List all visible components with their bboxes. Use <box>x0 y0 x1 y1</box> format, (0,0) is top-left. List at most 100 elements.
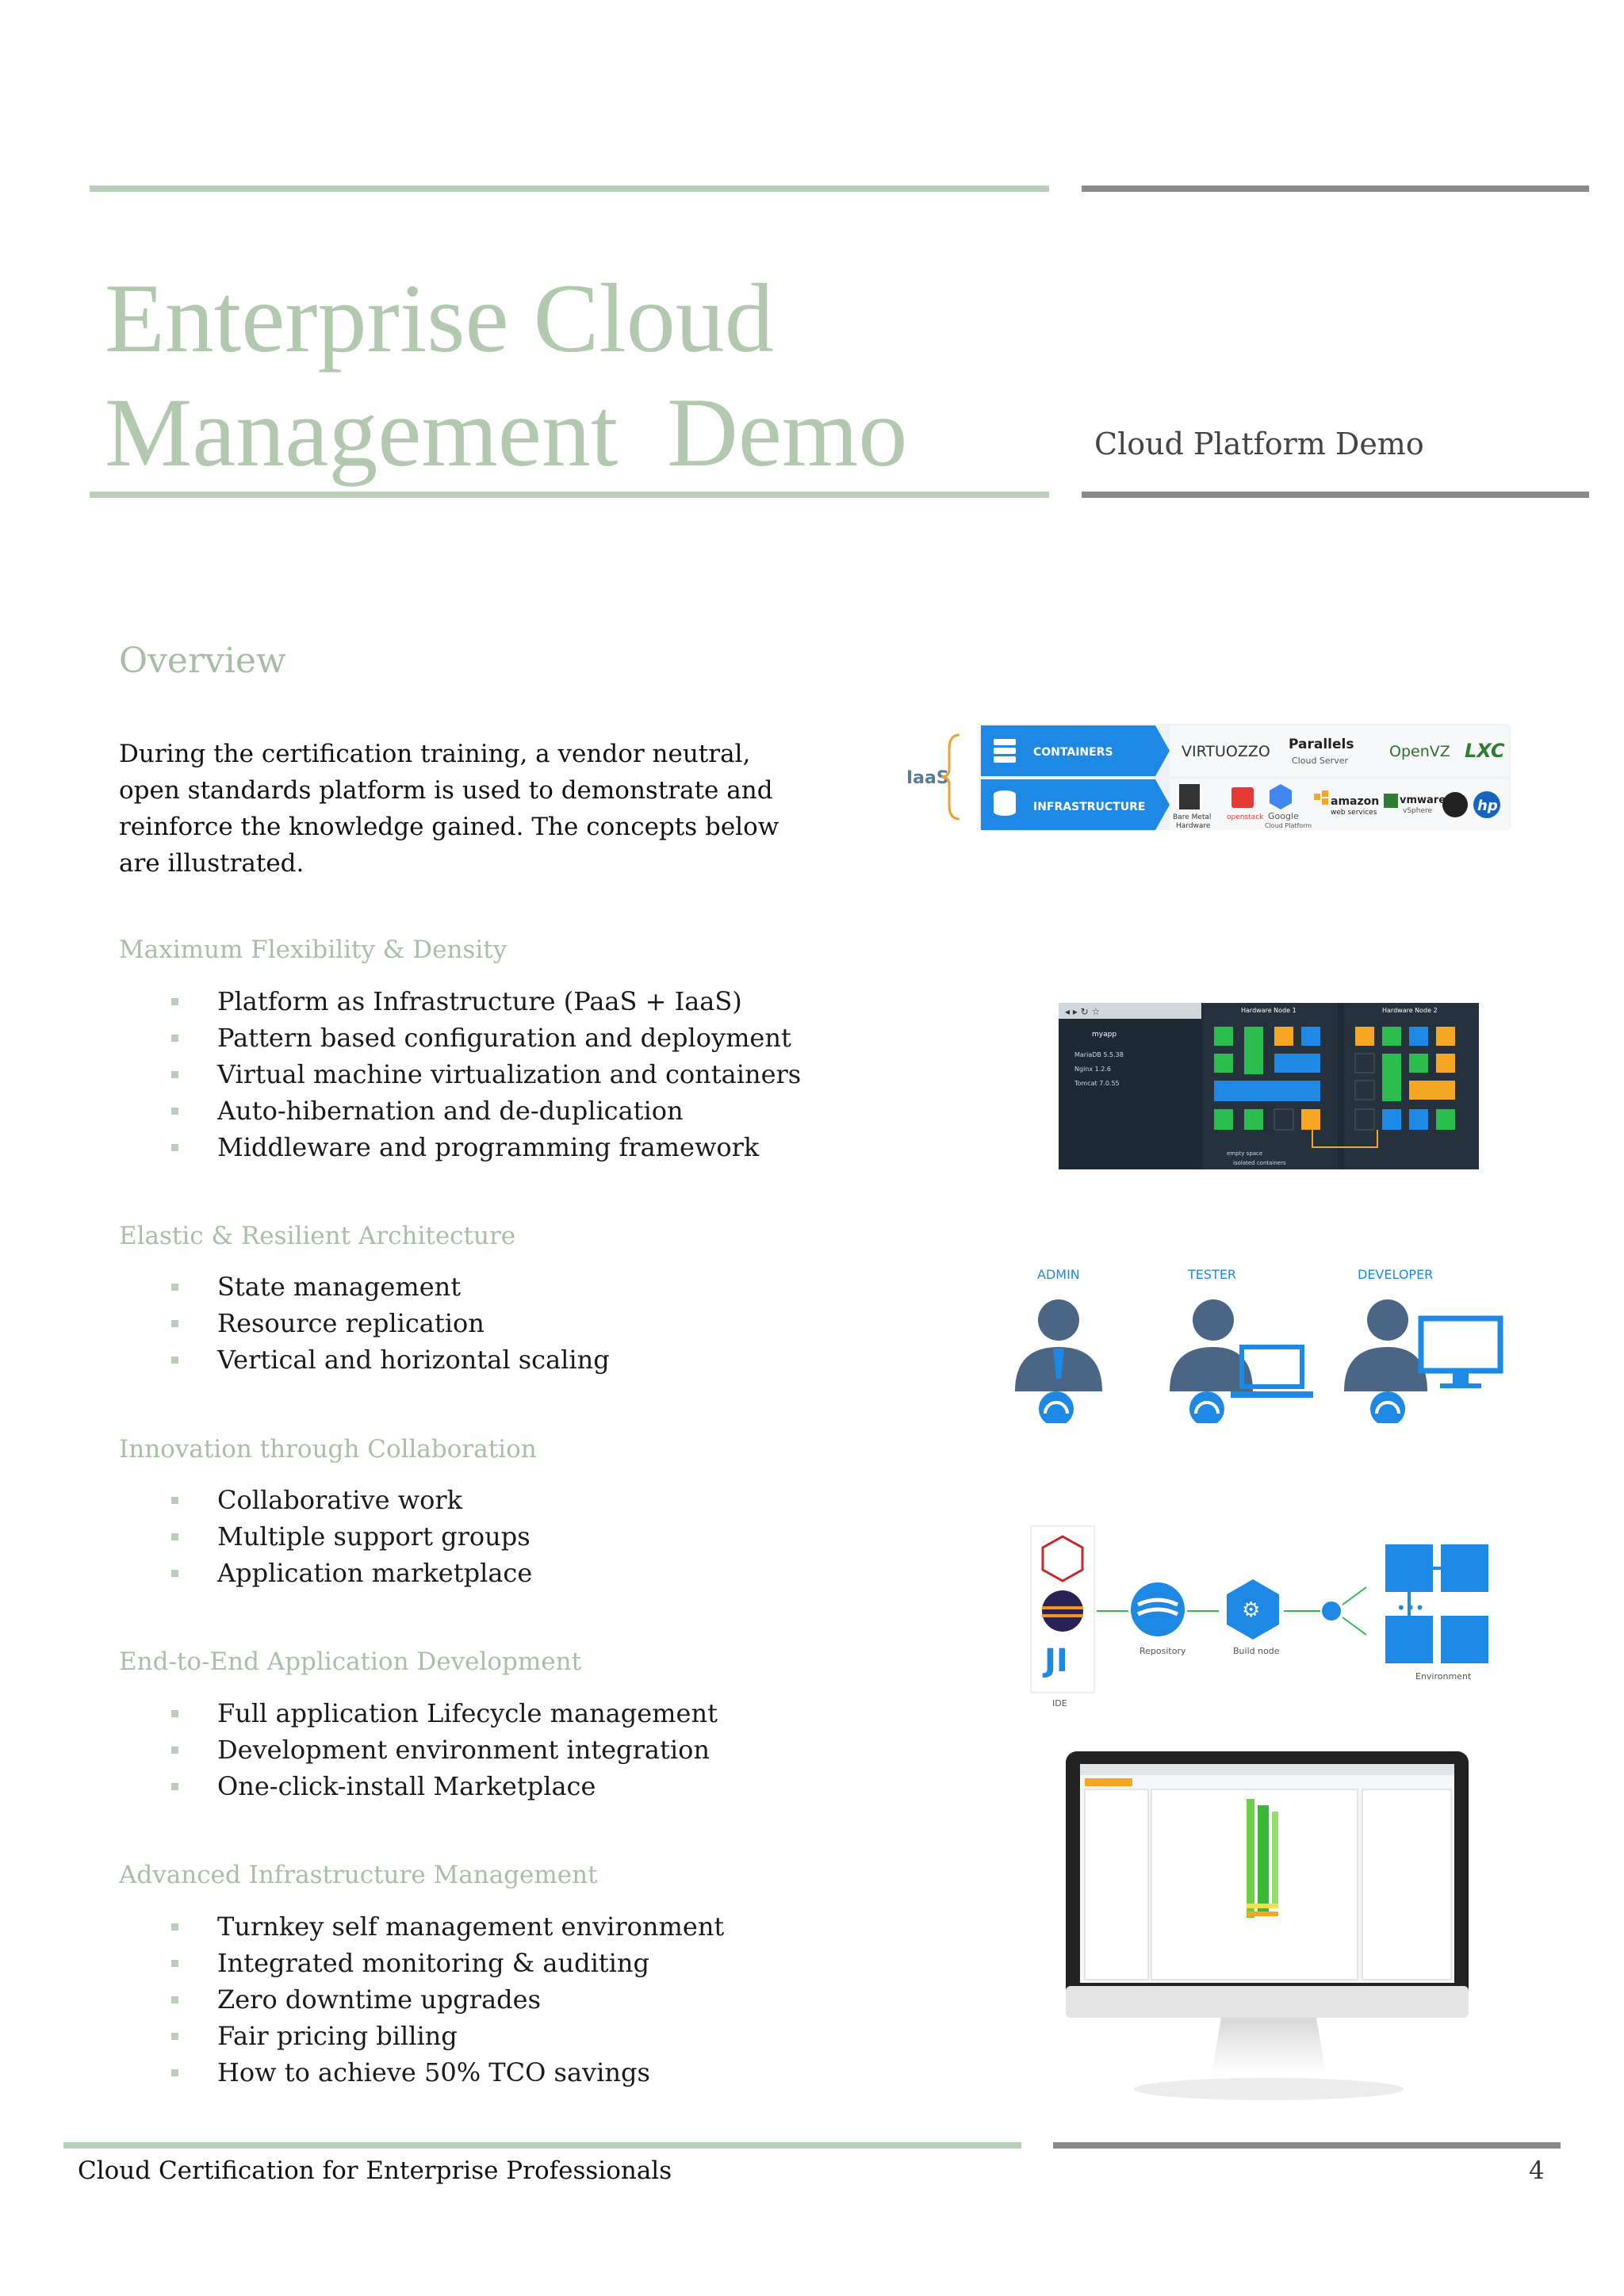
build-node-label: Build node <box>1233 1646 1280 1656</box>
developer-user-icon <box>1344 1299 1427 1423</box>
eclipse-icon <box>1042 1590 1083 1632</box>
footer-text: Cloud Certification for Enterprise Profe… <box>78 2156 672 2185</box>
iaas-diagram: IaaS CONTAINERS VIRTUOZZO Parallels Clou… <box>906 724 1511 830</box>
list-item: State management <box>165 1269 610 1305</box>
environment-icon: ••• <box>1385 1544 1488 1663</box>
vendor-vmware: vmware <box>1400 794 1446 806</box>
brace-shape <box>940 733 960 821</box>
monitor-stand <box>1212 2018 1326 2073</box>
monitor-screenshot <box>1066 1751 1469 2100</box>
list-item: Turnkey self management environment <box>165 1908 724 1945</box>
header-rule-bottom-right <box>1082 492 1589 498</box>
stack-item-3: Tomcat 7.0.55 <box>1074 1080 1120 1087</box>
list-item: Application marketplace <box>165 1555 532 1591</box>
header-rule-bottom-left <box>90 492 1049 498</box>
page-subtitle: Cloud Platform Demo <box>1094 427 1424 461</box>
section-list-elastic: State management Resource replication Ve… <box>165 1269 610 1378</box>
pipeline-diagram: JI IDE Repository ⚙ Build node ••• Envir… <box>1030 1525 1488 1709</box>
list-item: How to achieve 50% TCO savings <box>165 2054 724 2091</box>
app-name: myapp <box>1092 1031 1116 1039</box>
hp-icon <box>1473 791 1500 818</box>
gear-icon: ⚙ <box>1242 1598 1260 1622</box>
page-title-line-2: Management Demo <box>105 378 908 487</box>
list-item: Vertical and horizontal scaling <box>165 1341 610 1378</box>
section-heading-elastic: Elastic & Resilient Architecture <box>119 1222 516 1250</box>
environment-label: Environment <box>1415 1671 1472 1682</box>
node1-title: Hardware Node 1 <box>1241 1007 1297 1014</box>
legend-empty-space: empty space <box>1227 1150 1262 1157</box>
infrastructure-band <box>981 779 1170 830</box>
section-heading-development: End-to-End Application Development <box>119 1647 582 1676</box>
role-admin-label: ADMIN <box>1037 1267 1080 1282</box>
google-cloud-icon <box>1270 784 1292 809</box>
usage-bars <box>1247 1799 1278 1918</box>
vendor-bare-metal: Bare Metal <box>1173 813 1211 821</box>
vendor-openstack: openstack <box>1227 813 1264 821</box>
header-rule-top-left <box>90 186 1049 192</box>
section-list-collaboration: Collaborative work Multiple support grou… <box>165 1482 532 1591</box>
list-item: Multiple support groups <box>165 1518 532 1555</box>
list-item: Middleware and programming framework <box>165 1129 801 1165</box>
ide-label: IDE <box>1052 1698 1067 1709</box>
openstack-icon <box>1231 787 1254 808</box>
page-title: Enterprise Cloud Management Demo <box>105 262 1056 490</box>
section-list-development: Full application Lifecycle management De… <box>165 1695 718 1804</box>
right-table <box>1362 1789 1452 1980</box>
svg-text:•••: ••• <box>1396 1598 1424 1617</box>
repository-label: Repository <box>1139 1646 1186 1656</box>
containers-band <box>981 725 1170 776</box>
intellij-icon: JI <box>1042 1643 1068 1679</box>
section-heading-collaboration: Innovation through Collaboration <box>119 1435 537 1464</box>
vendor-hardware: Hardware <box>1176 822 1211 830</box>
legend-isolated-containers: isolated containers <box>1233 1160 1286 1166</box>
deploy-point <box>1322 1601 1341 1621</box>
list-item: Platform as Infrastructure (PaaS + IaaS) <box>165 983 801 1020</box>
vendor-virtuozzo: VIRTUOZZO <box>1182 743 1270 760</box>
browser-icons: ◂ ▸ ↻ ☆ <box>1065 1006 1100 1017</box>
infrastructure-label: INFRASTRUCTURE <box>1033 801 1145 813</box>
role-developer-label: DEVELOPER <box>1358 1267 1433 1282</box>
node2-title: Hardware Node 2 <box>1382 1007 1438 1014</box>
vendor-lxc: LXC <box>1465 740 1505 762</box>
vendor-cloud-platform: Cloud Platform <box>1265 822 1312 829</box>
section-heading-infrastructure: Advanced Infrastructure Management <box>119 1861 598 1889</box>
database-icon <box>994 790 1016 816</box>
overview-intro: During the certification training, a ven… <box>119 740 779 878</box>
vendor-cloud-server: Cloud Server <box>1292 756 1348 766</box>
laptop-icon <box>1231 1345 1313 1398</box>
aws-icon <box>1314 790 1328 805</box>
roles-diagram: ADMIN TESTER DEVELOPER <box>1015 1267 1503 1423</box>
migration-arrow <box>1312 1130 1378 1148</box>
list-item: Pattern based configuration and deployme… <box>165 1020 801 1056</box>
app-logo <box>1085 1778 1132 1786</box>
vendor-hp: hp <box>1477 798 1498 814</box>
overview-heading: Overview <box>119 641 286 681</box>
header-rule-top-right <box>1082 186 1589 192</box>
footer-rule-left <box>63 2142 1021 2149</box>
bare-metal-icon <box>1179 784 1200 809</box>
stack-item-1: MariaDB 5.5.38 <box>1074 1051 1124 1058</box>
list-item: Development environment integration <box>165 1732 718 1768</box>
list-item: Integrated monitoring & auditing <box>165 1945 724 1981</box>
page-number: 4 <box>1529 2156 1545 2185</box>
containers-vendors-bg <box>1170 725 1509 776</box>
containers-label: CONTAINERS <box>1033 746 1113 759</box>
role-tester-label: TESTER <box>1187 1267 1236 1282</box>
section-list-flexibility: Platform as Infrastructure (PaaS + IaaS)… <box>165 983 801 1165</box>
vendor-openvz: OpenVZ <box>1389 743 1450 760</box>
containers-icon <box>994 739 1016 763</box>
list-item: Fair pricing billing <box>165 2018 724 2054</box>
footer-rule-right <box>1053 2142 1561 2149</box>
node1-containers <box>1214 1027 1320 1131</box>
vendor-web-services: web services <box>1331 809 1377 817</box>
hardware-nodes-screenshot: ◂ ▸ ↻ ☆ myapp MariaDB 5.5.38 Nginx 1.2.6… <box>1059 1003 1479 1169</box>
sidebar-tree <box>1084 1789 1149 1980</box>
list-item: Auto-hibernation and de-duplication <box>165 1093 801 1129</box>
tester-user-icon <box>1170 1299 1253 1423</box>
list-item: Resource replication <box>165 1305 610 1341</box>
redhat-icon <box>1442 792 1468 817</box>
monitor-shadow <box>1134 2078 1404 2100</box>
page-title-line-1: Enterprise Cloud <box>105 264 774 373</box>
admin-user-icon <box>1015 1299 1102 1423</box>
vendor-google: Google <box>1268 811 1299 821</box>
